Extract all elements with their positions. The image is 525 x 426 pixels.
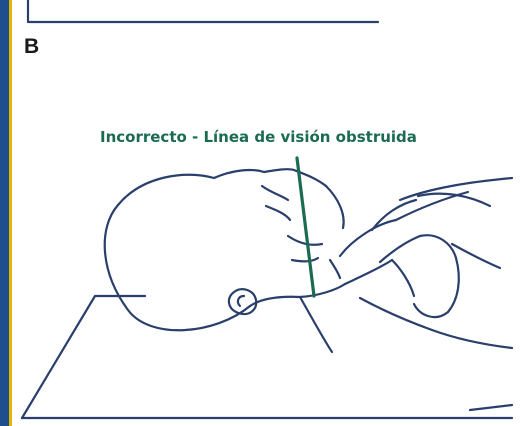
previous-panel-frame [28,0,378,22]
sight-line [297,158,314,296]
panel-letter: B [24,36,39,57]
sight-line-caption: Incorrecto - Línea de visión obstruida [100,130,417,145]
table-surface [22,296,512,418]
adult-hand [372,178,512,268]
infant-body [300,192,512,352]
infant-face [262,169,344,278]
